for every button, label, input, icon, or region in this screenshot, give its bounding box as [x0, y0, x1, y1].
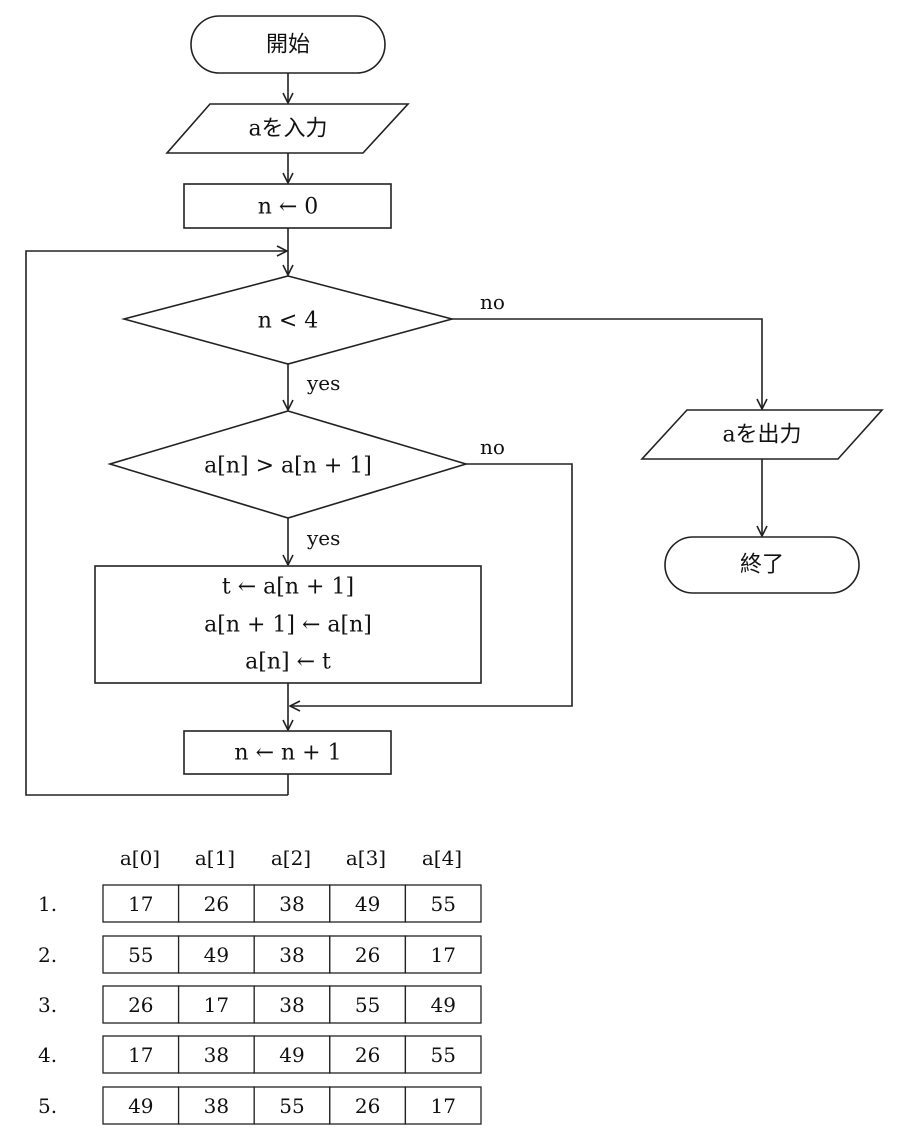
option-cell: 38: [279, 892, 304, 916]
option-row[interactable]: 2. 55 49 38 26 17: [38, 935, 482, 974]
option-cell: 49: [128, 1094, 153, 1118]
option-row[interactable]: 5. 49 38 55 26 17: [38, 1086, 482, 1125]
output-parallelogram: aを出力: [640, 409, 884, 460]
swap-process: t ← a[n + 1] a[n + 1] ← a[n] a[n] ← t: [94, 565, 482, 684]
option-cell: 38: [204, 1043, 229, 1067]
option-cell: 55: [430, 892, 455, 916]
option-cell: 55: [355, 993, 380, 1017]
loop-condition-label: n < 4: [258, 309, 319, 334]
compare-yes-label: yes: [306, 526, 340, 550]
option-cell: 26: [355, 943, 380, 967]
option-cell: 26: [355, 1043, 380, 1067]
swap-line-3: a[n] ← t: [245, 650, 331, 675]
end-label: 終了: [740, 553, 784, 578]
increment-label: n ← n + 1: [234, 741, 341, 766]
option-cell: 26: [204, 892, 229, 916]
option-label: 2.: [38, 943, 57, 967]
option-label: 1.: [38, 892, 57, 916]
option-cell: 55: [430, 1043, 455, 1067]
option-cell: 38: [279, 943, 304, 967]
options-table: a[0] a[1] a[2] a[3] a[4] 1. 17 26 38 49 …: [38, 846, 482, 1125]
option-cell: 38: [279, 993, 304, 1017]
option-cell: 49: [355, 892, 380, 916]
option-cell: 26: [128, 993, 153, 1017]
column-header: a[2]: [271, 846, 311, 870]
start-label: 開始: [266, 33, 310, 58]
compare-decision: a[n] > a[n + 1]: [107, 410, 469, 519]
option-cell: 17: [430, 943, 455, 967]
options-header: a[0] a[1] a[2] a[3] a[4]: [120, 846, 462, 870]
option-cell: 49: [279, 1043, 304, 1067]
option-cell: 55: [128, 943, 153, 967]
option-cell: 17: [430, 1094, 455, 1118]
arrow-loop-no: [452, 318, 762, 409]
option-label: 4.: [38, 1043, 57, 1067]
column-header: a[3]: [346, 846, 386, 870]
swap-line-1: t ← a[n + 1]: [222, 575, 354, 600]
option-cell: 17: [128, 1043, 153, 1067]
input-label: aを入力: [248, 117, 327, 142]
option-row[interactable]: 4. 17 38 49 26 55: [38, 1035, 482, 1074]
column-header: a[4]: [422, 846, 462, 870]
option-cell: 55: [279, 1094, 304, 1118]
compare-no-label: no: [480, 435, 505, 459]
option-cell: 49: [204, 943, 229, 967]
swap-line-2: a[n + 1] ← a[n]: [204, 613, 372, 638]
option-cell: 17: [128, 892, 153, 916]
option-label: 3.: [38, 993, 57, 1017]
connectors: [25, 73, 762, 796]
input-parallelogram: aを入力: [165, 103, 410, 154]
end-terminator: 終了: [664, 536, 860, 594]
option-row[interactable]: 1. 17 26 38 49 55: [38, 884, 482, 923]
option-label: 5.: [38, 1094, 57, 1118]
option-cell: 26: [355, 1094, 380, 1118]
arrow-compare-no: [290, 463, 573, 706]
loop-decision: n < 4: [120, 275, 456, 365]
option-cell: 17: [204, 993, 229, 1017]
start-terminator: 開始: [190, 15, 386, 74]
option-cell: 49: [430, 993, 455, 1017]
compare-condition-label: a[n] > a[n + 1]: [204, 454, 372, 479]
option-cell: 38: [204, 1094, 229, 1118]
init-label: n ← 0: [258, 195, 319, 220]
init-process: n ← 0: [183, 183, 392, 229]
arrow-loop-back: [25, 251, 288, 796]
column-header: a[1]: [195, 846, 235, 870]
output-label: aを出力: [722, 423, 801, 448]
loop-no-label: no: [480, 290, 505, 314]
loop-yes-label: yes: [306, 371, 340, 395]
option-row[interactable]: 3. 26 17 38 55 49: [38, 985, 482, 1024]
column-header: a[0]: [120, 846, 160, 870]
increment-process: n ← n + 1: [183, 730, 392, 775]
